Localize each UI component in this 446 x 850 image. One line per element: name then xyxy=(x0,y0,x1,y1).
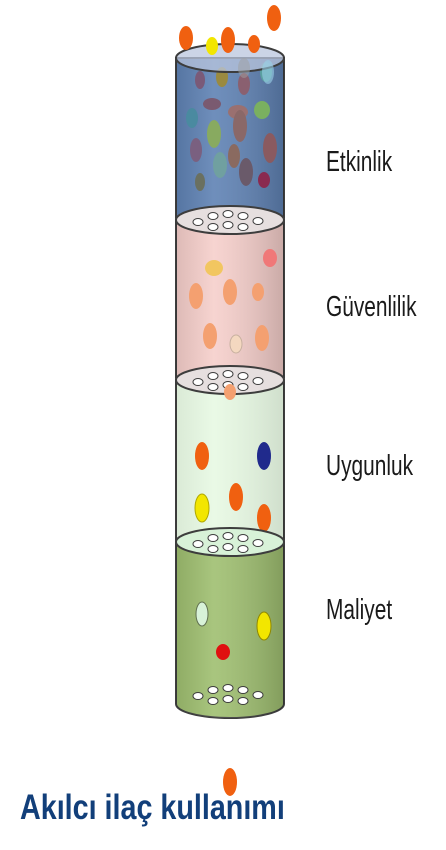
section-uygunluk xyxy=(176,366,284,554)
sieve-disc xyxy=(176,206,284,234)
section-label-guvenlilik: Güvenlilik xyxy=(326,293,417,322)
section-label-etkinlik: Etkinlik xyxy=(326,148,392,177)
section-maliyet xyxy=(176,528,284,718)
sieve-disc xyxy=(176,528,284,556)
caption-title: Akılcı ilaç kullanımı xyxy=(20,790,285,825)
section-label-uygunluk: Uygunluk xyxy=(326,452,413,481)
section-etkinlik xyxy=(176,5,284,232)
section-label-maliyet: Maliyet xyxy=(326,596,392,625)
section-guvenlilik xyxy=(176,206,284,392)
